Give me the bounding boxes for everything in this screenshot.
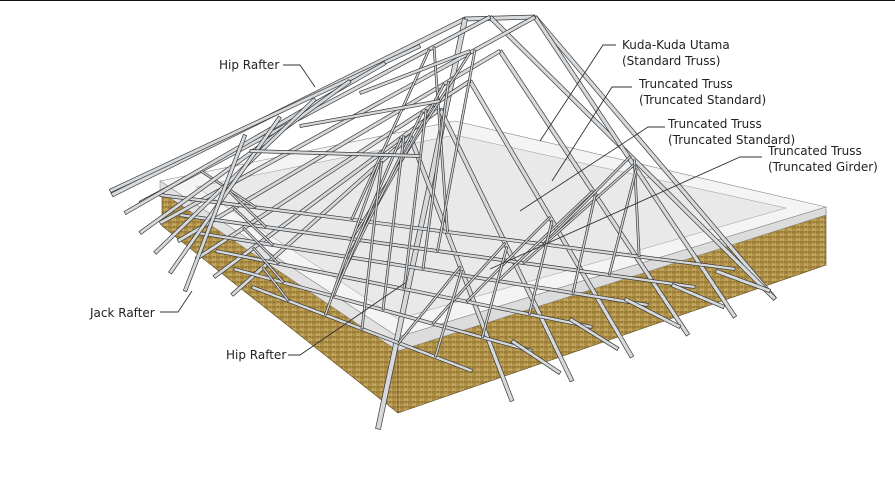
- leader-truncated-girder: [489, 156, 762, 270]
- outrigger: [568, 317, 620, 351]
- truss-top-chord: [437, 107, 575, 383]
- truss-web: [633, 159, 641, 258]
- jack-rafter: [108, 43, 422, 194]
- leader-hip-rafter-bottom: [288, 282, 406, 356]
- label-text: Hip Rafter: [219, 58, 280, 72]
- leader-hip-rafter-top: [283, 64, 316, 88]
- jack-rafter: [123, 61, 387, 215]
- steel-truss-members: [108, 14, 778, 430]
- label-line-1: Truncated Truss: [768, 144, 862, 158]
- outrigger: [670, 282, 726, 310]
- label-truncated-girder: Truncated Truss (Truncated Girder): [768, 143, 878, 175]
- leader-jack-rafter: [160, 290, 193, 313]
- truss-back-chord: [176, 49, 502, 243]
- label-line-1: Truncated Truss: [668, 117, 762, 131]
- truss-web: [381, 135, 406, 311]
- truss-web: [360, 160, 383, 330]
- label-hip-rafter-top: Hip Rafter: [219, 57, 279, 73]
- label-line-1: Kuda-Kuda Utama: [622, 38, 730, 52]
- outrigger: [714, 268, 772, 294]
- truss-web: [465, 215, 552, 303]
- truss-web: [522, 163, 635, 265]
- truss-web: [402, 108, 428, 290]
- tie-member: [249, 149, 421, 158]
- label-line-2: (Truncated Standard): [639, 93, 767, 107]
- tie-member: [359, 49, 471, 95]
- truss-web: [571, 194, 597, 294]
- truss-web: [436, 49, 477, 252]
- label-text: Hip Rafter: [226, 348, 287, 362]
- label-line-2: (Standard Truss): [622, 54, 721, 68]
- label-standard-truss: Kuda-Kuda Utama (Standard Truss): [622, 37, 730, 69]
- outrigger: [510, 339, 562, 375]
- label-truncated-standard-1: Truncated Truss (Truncated Standard): [639, 76, 766, 108]
- truss-web: [397, 265, 462, 345]
- truss-web: [323, 162, 381, 316]
- truss-web: [433, 269, 464, 358]
- truss-web: [421, 80, 450, 270]
- leader-truncated-standard-1: [551, 86, 632, 182]
- label-hip-rafter-bottom: Hip Rafter: [226, 347, 286, 363]
- truss-web: [527, 220, 554, 315]
- jack-rafter: [153, 97, 317, 255]
- leader-standard-truss: [539, 44, 616, 142]
- label-truncated-standard-2: Truncated Truss (Truncated Standard): [668, 116, 795, 148]
- jack-rafter: [168, 115, 282, 275]
- jack-rafter: [138, 79, 352, 235]
- truss-web: [480, 246, 509, 339]
- label-line-1: Truncated Truss: [639, 77, 733, 91]
- leader-truncated-standard-2: [519, 126, 665, 212]
- label-text: Jack Rafter: [90, 306, 155, 320]
- truss-web: [261, 266, 290, 303]
- truss-web: [607, 168, 638, 276]
- leader-lines: [160, 44, 762, 356]
- label-line-2: (Truncated Girder): [768, 160, 878, 174]
- truss-top-chord: [488, 15, 777, 301]
- tie-member: [299, 99, 441, 128]
- outrigger: [623, 296, 682, 330]
- truss-web: [232, 206, 275, 247]
- jack-rafter: [182, 133, 248, 293]
- label-line-2: (Truncated Standard): [668, 133, 796, 147]
- truss-web: [251, 246, 285, 284]
- label-jack-rafter: Jack Rafter: [90, 305, 155, 321]
- ridge-member: [464, 14, 536, 22]
- truss-web: [242, 226, 280, 265]
